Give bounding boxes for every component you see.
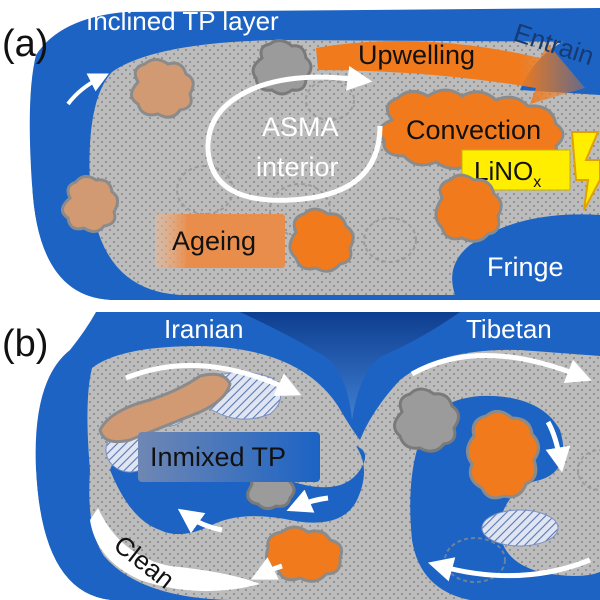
- inclined-tp-label: Inclined TP layer: [86, 6, 279, 36]
- ageing-box: Ageing: [155, 214, 285, 268]
- inmixed-tp-label: Inmixed TP: [150, 442, 286, 472]
- convective-clouds-a: [288, 173, 503, 273]
- inmixed-tp-box: Inmixed TP: [138, 432, 320, 482]
- svg-text:LiNOx: LiNOx: [474, 156, 541, 191]
- convection-label: Convection: [406, 115, 541, 145]
- linox-subscript: x: [533, 174, 541, 191]
- panel-a-label: (a): [2, 23, 48, 65]
- panel-b-label: (b): [2, 323, 48, 365]
- aged-clouds-a: [61, 58, 195, 233]
- asma-circulation-arrow: [205, 65, 383, 203]
- tibetan-label: Tibetan: [466, 314, 552, 344]
- upwelling-arrow: Upwelling: [316, 40, 585, 104]
- panel-a: Upwelling Entrain Convection LiNOx Agein…: [0, 6, 600, 300]
- convective-clouds-b: [264, 410, 540, 583]
- lightning-icon: [570, 131, 600, 211]
- iranian-label: Iranian: [164, 314, 244, 344]
- asma-label-line2: interior: [256, 152, 339, 182]
- circulation-arrows-b: [125, 353, 592, 582]
- ageing-label: Ageing: [172, 226, 256, 256]
- aged-streak-b: [98, 372, 232, 444]
- panel-b: Inmixed TP Iranian Tibetan Clean (b): [0, 312, 600, 600]
- asma-label-line1: ASMA: [262, 112, 339, 142]
- clean-region: [90, 508, 260, 592]
- tp-inflow-arrow-a: [66, 73, 109, 106]
- fringe-label: Fringe: [487, 252, 564, 282]
- tp-vortex-b: [240, 312, 460, 420]
- upwelling-label: Upwelling: [358, 40, 475, 70]
- faint-clouds-b: [444, 449, 600, 583]
